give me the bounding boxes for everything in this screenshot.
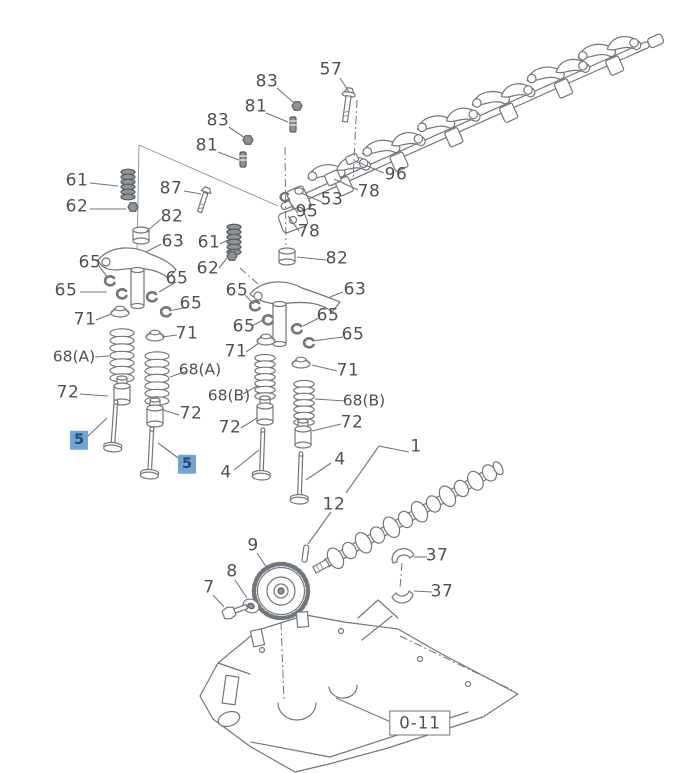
callout-8: 8 bbox=[226, 561, 238, 582]
callout-7: 7 bbox=[203, 577, 215, 598]
callout-95: 95 bbox=[295, 201, 319, 222]
callout-82: 82 bbox=[160, 206, 184, 227]
rocker-arm-detail-left-drawing bbox=[98, 168, 212, 308]
callout-72: 72 bbox=[179, 403, 203, 424]
callout-61: 61 bbox=[197, 232, 221, 253]
callout-83: 83 bbox=[255, 71, 279, 92]
callout-68A: 68(A) bbox=[52, 347, 96, 366]
alignment-lines bbox=[137, 100, 402, 702]
callout-5-highlighted[interactable]: 5 bbox=[69, 430, 89, 450]
callout-65: 65 bbox=[165, 268, 189, 289]
callout-37: 37 bbox=[425, 545, 449, 566]
callout-68B: 68(B) bbox=[342, 391, 386, 410]
callout-65: 65 bbox=[179, 293, 203, 314]
callout-72: 72 bbox=[218, 417, 242, 438]
callout-57: 57 bbox=[319, 59, 343, 80]
callout-65: 65 bbox=[78, 252, 102, 273]
callout-12: 12 bbox=[322, 494, 346, 515]
shaft-bracket-fasteners-drawing bbox=[239, 87, 356, 168]
callout-62: 62 bbox=[65, 196, 89, 217]
callout-4: 4 bbox=[220, 462, 232, 483]
callout-65: 65 bbox=[316, 305, 340, 326]
bearing-shells-drawing bbox=[392, 549, 414, 603]
callout-68B: 68(B) bbox=[207, 386, 251, 405]
callout-82: 82 bbox=[325, 248, 349, 269]
callout-61: 61 bbox=[65, 170, 89, 191]
rocker-shaft-assembly-drawing bbox=[272, 26, 668, 234]
camshaft-drawing bbox=[302, 457, 507, 580]
callout-71: 71 bbox=[175, 323, 199, 344]
callout-4: 4 bbox=[334, 449, 346, 470]
leader-lines bbox=[80, 78, 432, 722]
callout-78: 78 bbox=[357, 181, 381, 202]
callout-5-highlighted[interactable]: 5 bbox=[177, 454, 197, 474]
callout-65: 65 bbox=[341, 324, 365, 345]
callout-87: 87 bbox=[159, 178, 183, 199]
callout-65: 65 bbox=[225, 280, 249, 301]
callout-96: 96 bbox=[384, 164, 408, 185]
callout-62: 62 bbox=[196, 258, 220, 279]
callout-71: 71 bbox=[336, 360, 360, 381]
callout-81: 81 bbox=[244, 96, 268, 117]
callout-78: 78 bbox=[297, 221, 321, 242]
callout-63: 63 bbox=[161, 231, 185, 252]
callout-72: 72 bbox=[340, 412, 364, 433]
callout-71: 71 bbox=[73, 309, 97, 330]
callout-83: 83 bbox=[206, 110, 230, 131]
callout-65: 65 bbox=[54, 280, 78, 301]
engine-block-drawing bbox=[200, 600, 518, 772]
callout-81: 81 bbox=[195, 135, 219, 156]
callout-9: 9 bbox=[247, 535, 259, 556]
timing-gear-drawing bbox=[221, 564, 308, 621]
callout-1: 1 bbox=[410, 436, 422, 457]
callout-72: 72 bbox=[56, 382, 80, 403]
callout-63: 63 bbox=[343, 279, 367, 300]
callout-71: 71 bbox=[224, 341, 248, 362]
callout-65: 65 bbox=[232, 316, 256, 337]
callout-37: 37 bbox=[430, 581, 454, 602]
rocker-arm-detail-right-drawing bbox=[226, 223, 340, 346]
reference-link-0-11[interactable]: 0-11 bbox=[389, 710, 451, 736]
callout-68A: 68(A) bbox=[178, 360, 222, 379]
callout-53: 53 bbox=[320, 189, 344, 210]
